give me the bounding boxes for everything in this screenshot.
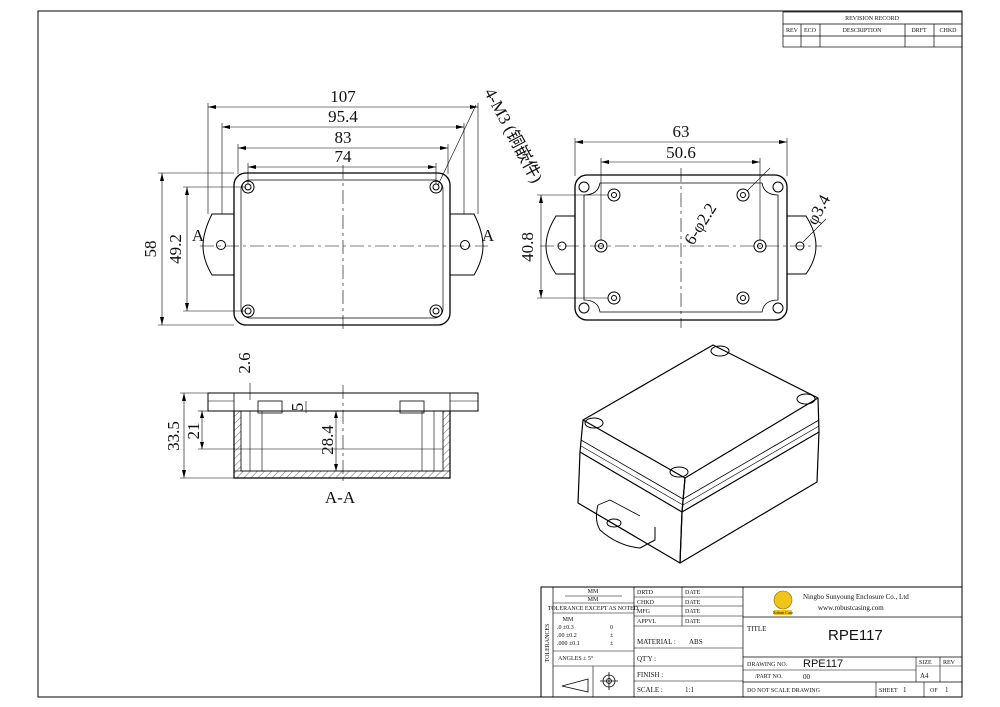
top-view-outline [233,172,451,326]
tb-tol-row-1: .0 ±0.3 [557,625,574,631]
dim-49-2: 49.2 [166,234,185,264]
top-view-right-ear [450,213,484,276]
bottom-view-left-ear [545,215,575,275]
bottom-view-dimensions [537,138,827,299]
tb-tol-mm: MM [563,617,574,623]
section-view [207,385,479,485]
tb-drawing-no-label: DRAWING NO. [747,662,788,668]
tb-part-no-label: /PART NO. [755,674,783,680]
tb-of-label: OF [930,688,938,694]
dim-58: 58 [141,241,160,258]
section-hatch-left [234,411,241,471]
dim-74: 74 [335,147,353,166]
dim-50-6: 50.6 [666,143,696,162]
sheet-border [37,10,963,698]
revision-col-eco: ECO [804,28,817,34]
taper-symbol [561,678,589,693]
tb-title-label: TITLE [747,625,766,633]
holes-note: 6-φ2.2 [680,200,720,248]
bottom-view [540,168,822,328]
dim-33-5: 33.5 [164,421,183,451]
section-hatch-right [443,411,450,471]
bottom-view-inner-outline [583,182,779,313]
tb-appvl-date: DATE [685,619,701,625]
tb-tol-row-2: .00 ±0.2 [557,633,577,639]
revision-col-rev: REV [786,28,799,34]
title-block [540,586,963,698]
logo-text: Robust Case [773,610,793,615]
tb-drtd-date: DATE [685,590,701,596]
section-hatch-bottom [233,470,451,479]
revision-title: REVISION RECORD [845,16,900,22]
tb-qty-label: QT'Y : [637,655,656,663]
tb-sheet-value: 1 [903,686,907,694]
tb-tol-row-3: .000 ±0.1 [557,641,580,647]
tb-mfg: MFG [637,609,651,615]
tb-mm-unit: MM [588,597,599,603]
company-website: www.robustcasing.com [818,604,884,612]
tb-no-scale: DO NOT SCALE DRAWING [747,688,821,694]
top-view-left-ear [202,213,234,276]
section-mark-right: A [482,226,495,245]
tb-size-label: SIZE [919,660,932,666]
tb-size-value: A4 [920,672,929,680]
top-view-arrows [160,105,478,325]
tb-finish-label: FINISH : [637,671,663,679]
tb-tol-mark-1: 0 [610,625,613,631]
tb-sheet-label: SHEET [879,688,898,694]
section-view-arrows [182,393,338,478]
revision-col-description: DESCRIPTION [842,28,882,34]
tb-tol-mark-2: ± [610,633,614,639]
dim-63: 63 [673,122,690,141]
tb-angles: ANGLES ± 5° [558,655,594,662]
bottom-view-arrows [539,140,787,298]
tb-title-value: RPE117 [828,627,883,644]
bottom-view-corner-bosses [578,181,784,314]
tb-material-value: ABS [689,638,703,646]
insert-note-leader [437,104,477,186]
revision-record-table [782,11,963,48]
dim-83: 83 [335,128,352,147]
dim-95-4: 95.4 [328,107,358,126]
section-label: A-A [325,488,356,507]
tb-tolerance-note: TOLERANCE EXCEPT AS NOTED [548,606,639,612]
company-logo: Robust Case [773,590,793,615]
tb-mfg-date: DATE [685,609,701,615]
dim-28-4: 28.4 [318,425,337,455]
tb-of-value: 1 [945,686,949,694]
mount-hole-note: φ3.4 [803,191,835,228]
tb-material-label: MATERIAL : [637,638,676,646]
tb-drtd: DRTD [637,590,654,596]
dim-5: 5 [288,403,307,412]
tb-tol-mark-3: ± [610,641,614,647]
section-mark-left: A [192,226,205,245]
tb-chkd-date: DATE [685,600,701,606]
top-view-screws [241,180,443,318]
top-view-dimensions [158,103,479,326]
top-view [200,165,488,333]
bottom-view-holes [594,188,767,305]
revision-col-drft: DRFT [911,28,927,34]
projection-symbol [600,672,618,690]
tb-part-no-value: 00 [803,673,811,681]
tb-appvl: APPVL [637,619,656,625]
tb-side-label: TOLERANCES [545,624,551,663]
tb-scale-label: SCALE : [637,686,663,694]
tb-rev-label: REV [943,660,956,666]
revision-col-chkd: CHKD [939,28,957,34]
tb-chkd: CHKD [637,600,655,606]
tb-mm-top: MM [588,589,599,595]
top-view-inner-outline [240,179,444,319]
isometric-view [577,344,820,564]
dim-107: 107 [330,87,356,106]
dim-21: 21 [184,423,203,440]
tb-drawing-no-value: RPE117 [803,658,843,670]
dim-40-8: 40.8 [518,232,537,262]
dim-2-6: 2.6 [235,352,254,373]
company-name: Ningbo Sunyoung Enclosure Co., Ltd [803,593,909,601]
section-view-dimensions [180,383,337,479]
tb-scale-value: 1:1 [685,686,694,694]
insert-note: 4-M3 (铜嵌件) [480,85,546,186]
